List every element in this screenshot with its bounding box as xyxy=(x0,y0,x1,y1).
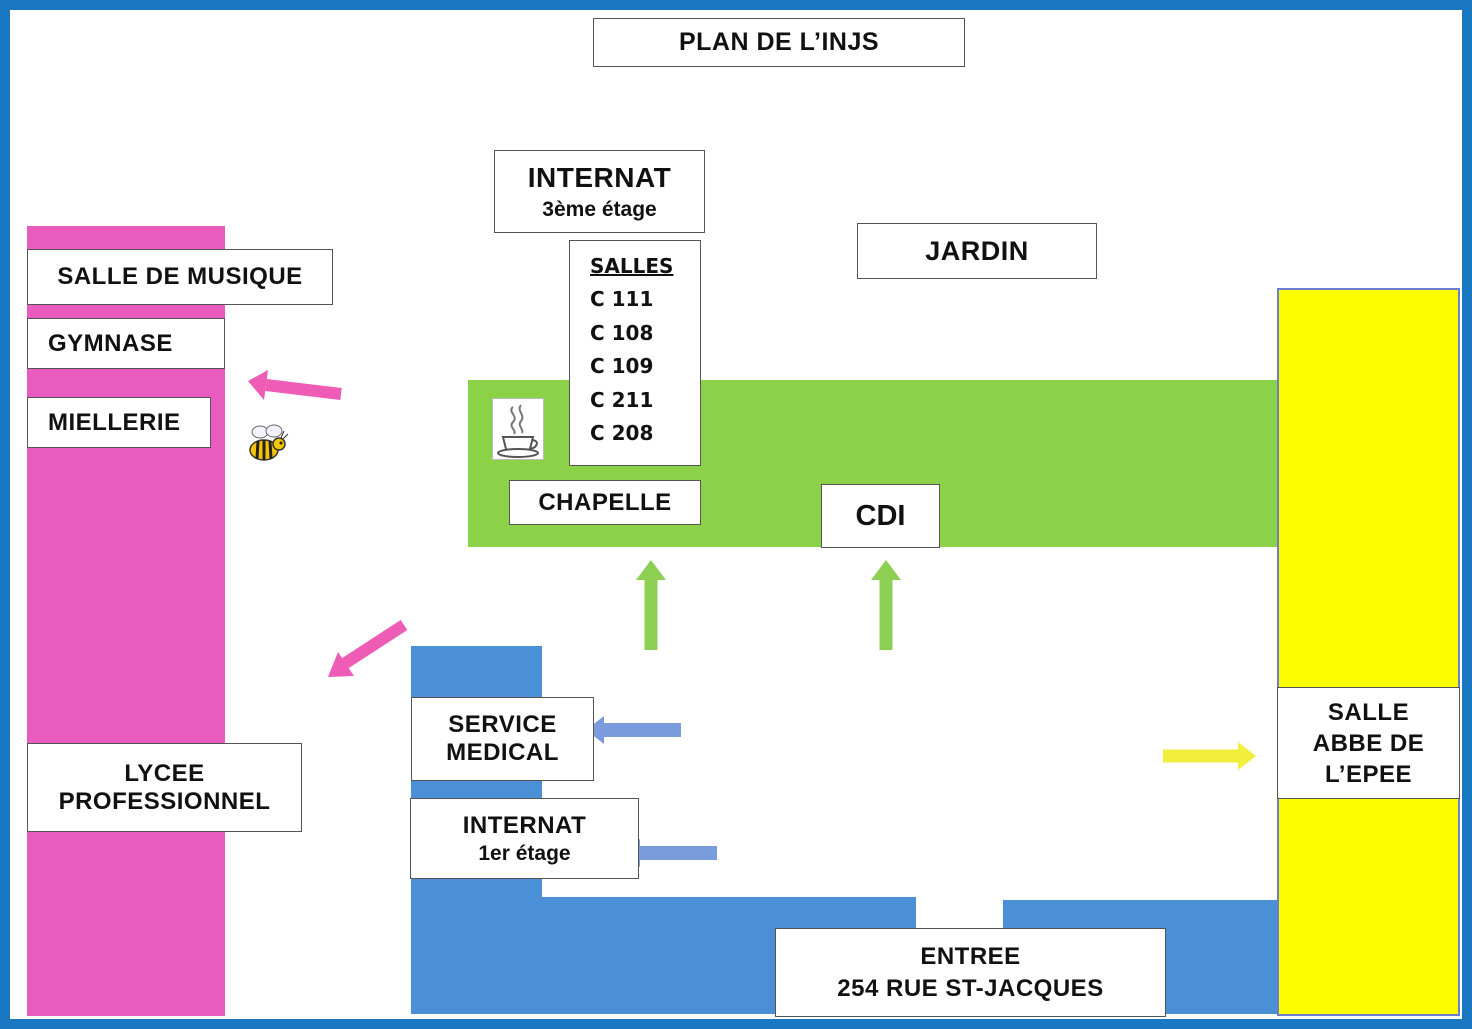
service-line2: MEDICAL xyxy=(446,739,559,766)
label-service-medical: SERVICE MEDICAL xyxy=(411,697,594,781)
jardin-text: JARDIN xyxy=(925,235,1029,266)
internat-3eme-title: INTERNAT xyxy=(527,161,672,193)
miellerie-text: MIELLERIE xyxy=(48,408,181,436)
label-jardin: JARDIN xyxy=(857,223,1097,279)
label-salle-abbe-de-lepee: SALLE ABBE DE L’EPEE xyxy=(1277,687,1460,799)
abbe-line1: SALLE xyxy=(1327,698,1410,726)
salle-room: C 109 xyxy=(590,354,654,378)
label-internat-1er: INTERNAT 1er étage xyxy=(410,798,639,879)
yellow-arrow-to-salle-abbe xyxy=(1163,742,1256,770)
label-entree: ENTREE 254 RUE ST-JACQUES xyxy=(775,928,1166,1017)
salle-room: C 211 xyxy=(590,387,654,412)
internat-1er-subtitle: 1er étage xyxy=(478,841,571,865)
pink-arrow-to-gymnase xyxy=(248,370,342,400)
salle-de-musique-text: SALLE DE MUSIQUE xyxy=(57,263,303,290)
service-line1: SERVICE xyxy=(448,711,557,738)
label-salle-de-musique: SALLE DE MUSIQUE xyxy=(27,249,333,305)
gymnase-text: GYMNASE xyxy=(48,329,173,357)
label-chapelle: CHAPELLE xyxy=(509,480,701,525)
label-cdi: CDI xyxy=(821,484,940,548)
abbe-line2: ABBE DE xyxy=(1312,729,1425,757)
salle-room: C 108 xyxy=(590,320,654,345)
bee-icon xyxy=(244,422,290,466)
chapelle-text: CHAPELLE xyxy=(538,488,672,516)
internat-3eme-subtitle: 3ème étage xyxy=(542,197,657,221)
internat-1er-title: INTERNAT xyxy=(462,811,587,839)
green-arrow-to-cdi xyxy=(871,560,901,650)
coffee-cup-icon xyxy=(492,398,544,460)
cdi-text: CDI xyxy=(855,499,906,532)
pink-arrow-to-lycee xyxy=(328,619,408,677)
label-gymnase: GYMNASE xyxy=(27,318,225,369)
yellow-building xyxy=(1277,288,1460,1016)
label-salles: SALLES C 111 C 108 C 109 C 211 C 208 xyxy=(569,240,701,466)
label-lycee-professionnel: LYCEE PROFESSIONNEL xyxy=(27,743,302,832)
label-miellerie: MIELLERIE xyxy=(27,397,211,448)
salle-room: C 208 xyxy=(590,421,654,445)
map-title: PLAN DE L’INJS xyxy=(593,18,965,67)
map-title-text: PLAN DE L’INJS xyxy=(678,28,880,56)
lycee-line2: PROFESSIONNEL xyxy=(58,787,271,815)
lycee-line1: LYCEE xyxy=(124,759,205,787)
entree-line2: 254 RUE ST-JACQUES xyxy=(837,974,1104,1002)
blue-arrow-to-service-medical xyxy=(586,716,681,744)
label-internat-3eme: INTERNAT 3ème étage xyxy=(494,150,705,233)
green-arrow-to-chapelle xyxy=(636,560,666,650)
salle-room: C 111 xyxy=(590,287,654,311)
salles-header: SALLES xyxy=(590,254,674,278)
entree-line1: ENTREE xyxy=(920,942,1021,970)
abbe-line3: L’EPEE xyxy=(1324,760,1413,788)
